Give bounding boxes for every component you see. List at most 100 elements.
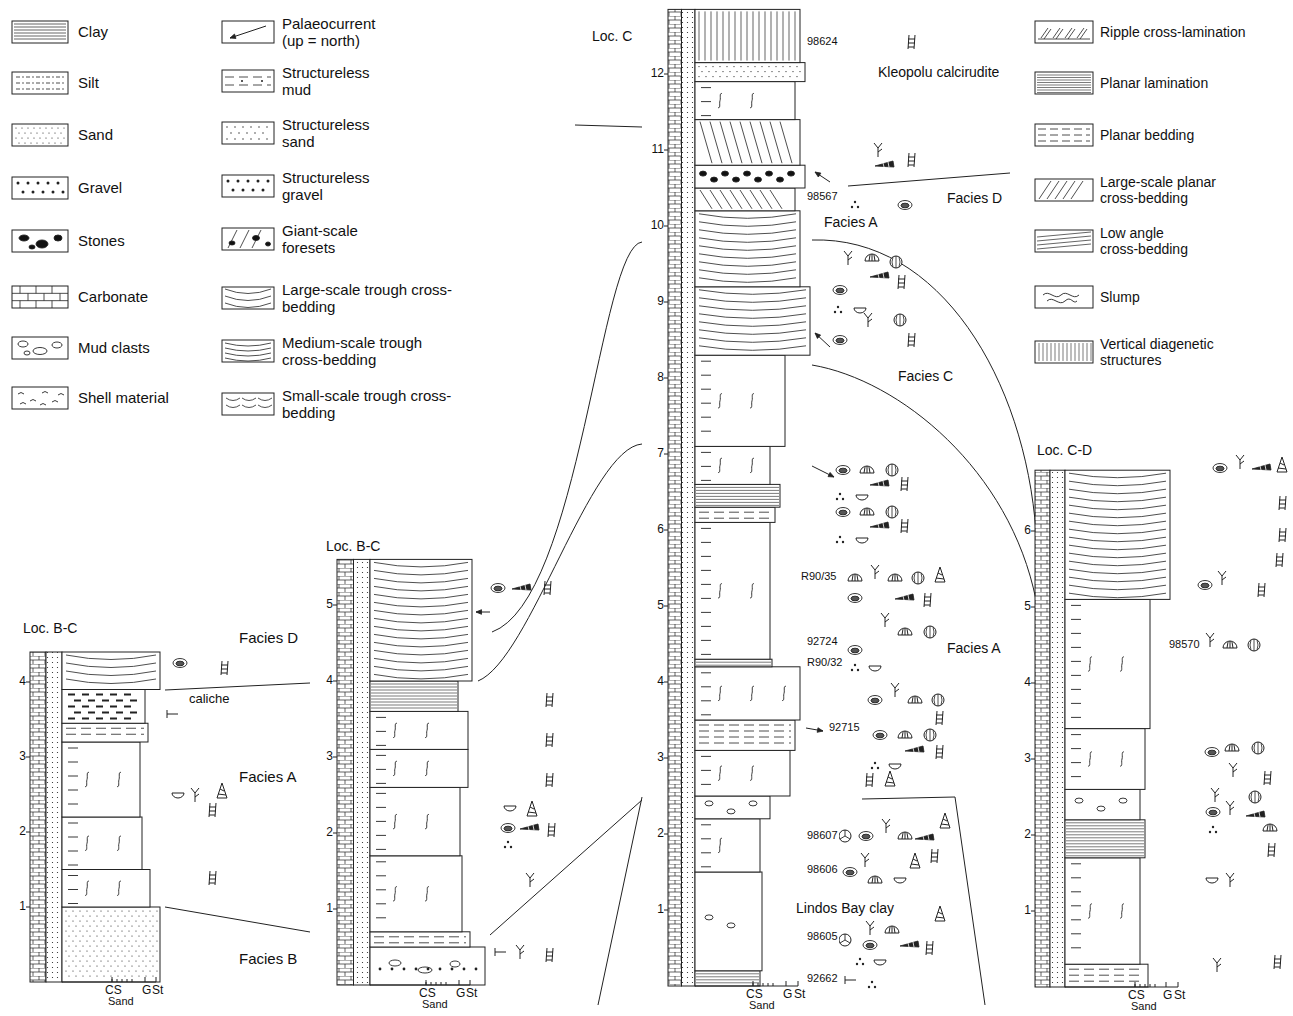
- fossil-symbol: [898, 832, 912, 839]
- fossil-symbol: [848, 594, 862, 603]
- fossil-symbol: [527, 801, 537, 816]
- bed: [1065, 820, 1145, 858]
- drawing-stroke: [18, 392, 64, 406]
- grain-dot: [839, 493, 841, 495]
- scale-number: 2: [1011, 828, 1031, 842]
- fossil-symbol: [512, 584, 531, 590]
- grain-dot: [30, 142, 31, 143]
- fossil-symbol: [866, 921, 874, 935]
- grain-dot: [156, 960, 157, 961]
- legend-text: Small-scale trough cross-bedding: [282, 387, 457, 422]
- grain-dot: [110, 945, 111, 946]
- fossil-symbol: [1252, 464, 1271, 470]
- fossil-symbol: [905, 746, 924, 752]
- fossil-symbol: [1254, 742, 1262, 754]
- drawing-stroke: [913, 942, 914, 947]
- grain-dot: [874, 762, 876, 764]
- scale-number: 4: [1011, 676, 1031, 690]
- fossil-symbol: [865, 254, 879, 261]
- grain-dot: [114, 940, 115, 941]
- grain-dot: [72, 910, 73, 911]
- grain-dot: [152, 955, 153, 956]
- drawing-stroke: [701, 825, 722, 867]
- grain-dot: [121, 940, 122, 941]
- drawing-stroke: [68, 823, 121, 865]
- grain-dot: [475, 968, 478, 971]
- palaeocurrent-arrow: [476, 610, 482, 615]
- grain-dot: [796, 76, 797, 77]
- grain-dot: [117, 965, 118, 966]
- grain-dot: [82, 935, 83, 936]
- bed: [695, 819, 760, 872]
- bed: [1065, 470, 1170, 599]
- grain-dot: [715, 71, 716, 72]
- fossil-symbol: [935, 567, 945, 582]
- fossil-symbol: [833, 286, 847, 295]
- fossil-symbol: [873, 731, 887, 740]
- scale-number: 11: [644, 143, 664, 157]
- grain-dot: [52, 191, 55, 194]
- grain-dot: [75, 955, 76, 956]
- grain-dot: [138, 935, 139, 936]
- grain-dot: [857, 206, 859, 208]
- grain-dot: [156, 940, 157, 941]
- fossil-symbol: [546, 773, 553, 787]
- fossil-symbol: [172, 793, 184, 798]
- grain-strip: [46, 652, 62, 982]
- fossil-symbol: [836, 288, 844, 293]
- legend-swatch: [12, 177, 68, 199]
- correlation-line: [165, 907, 310, 932]
- drawing-stroke: [664, 682, 668, 683]
- fossil-symbol: [870, 522, 889, 528]
- legend-swatch: [222, 287, 274, 309]
- grain-dot: [51, 127, 52, 128]
- fossil-symbol: [1226, 801, 1234, 815]
- drawing-stroke: [14, 24, 66, 39]
- legend-text: Giant-scale foresets: [282, 222, 392, 257]
- grain-dot: [131, 935, 132, 936]
- fossil-symbol: [863, 941, 877, 950]
- grain-dot: [156, 970, 157, 971]
- grain-dot: [226, 138, 227, 139]
- grain-dot: [27, 182, 30, 185]
- grain-dot: [103, 975, 104, 976]
- fossil-symbol: [940, 813, 950, 828]
- drawing-stroke: [1071, 864, 1124, 948]
- grain-dot: [68, 945, 69, 946]
- scale-number: 4: [313, 674, 333, 688]
- fossil-symbol: [866, 773, 873, 787]
- grain-dot: [86, 930, 87, 931]
- scale-number: 6: [1011, 524, 1031, 538]
- scale-number: 2: [644, 827, 664, 841]
- fossil-symbol: [864, 313, 872, 327]
- scale-number: 5: [313, 598, 333, 612]
- grain-dot: [62, 82, 63, 83]
- fossil-symbol: [494, 586, 502, 591]
- fossil-symbol: [908, 35, 915, 49]
- legend-swatch: [12, 387, 68, 409]
- grain-dot: [149, 950, 150, 951]
- grain-dot: [262, 189, 265, 192]
- drawing-stroke: [376, 793, 429, 849]
- grain-dot: [86, 910, 87, 911]
- log-label: Loc. C: [591, 28, 633, 44]
- grain-dot: [712, 66, 713, 67]
- grain-dot: [75, 975, 76, 976]
- bed: [370, 559, 472, 681]
- grain-dot: [415, 968, 418, 971]
- grain-dot: [258, 126, 259, 127]
- grain-dot: [871, 981, 873, 983]
- scale-number: 2: [6, 825, 26, 839]
- drawing-stroke: [696, 487, 779, 505]
- grain-dot: [27, 127, 28, 128]
- grain-ellipse: [755, 177, 762, 182]
- fossil-symbol: [910, 853, 920, 868]
- grain-dot: [93, 930, 94, 931]
- fossil-symbol: [894, 314, 906, 326]
- grain-dot: [124, 965, 125, 966]
- grain-dot: [103, 955, 104, 956]
- fossil-symbol: [900, 941, 919, 947]
- grain-dot: [705, 66, 706, 67]
- grain-dot: [510, 846, 512, 848]
- grain-dot: [156, 910, 157, 911]
